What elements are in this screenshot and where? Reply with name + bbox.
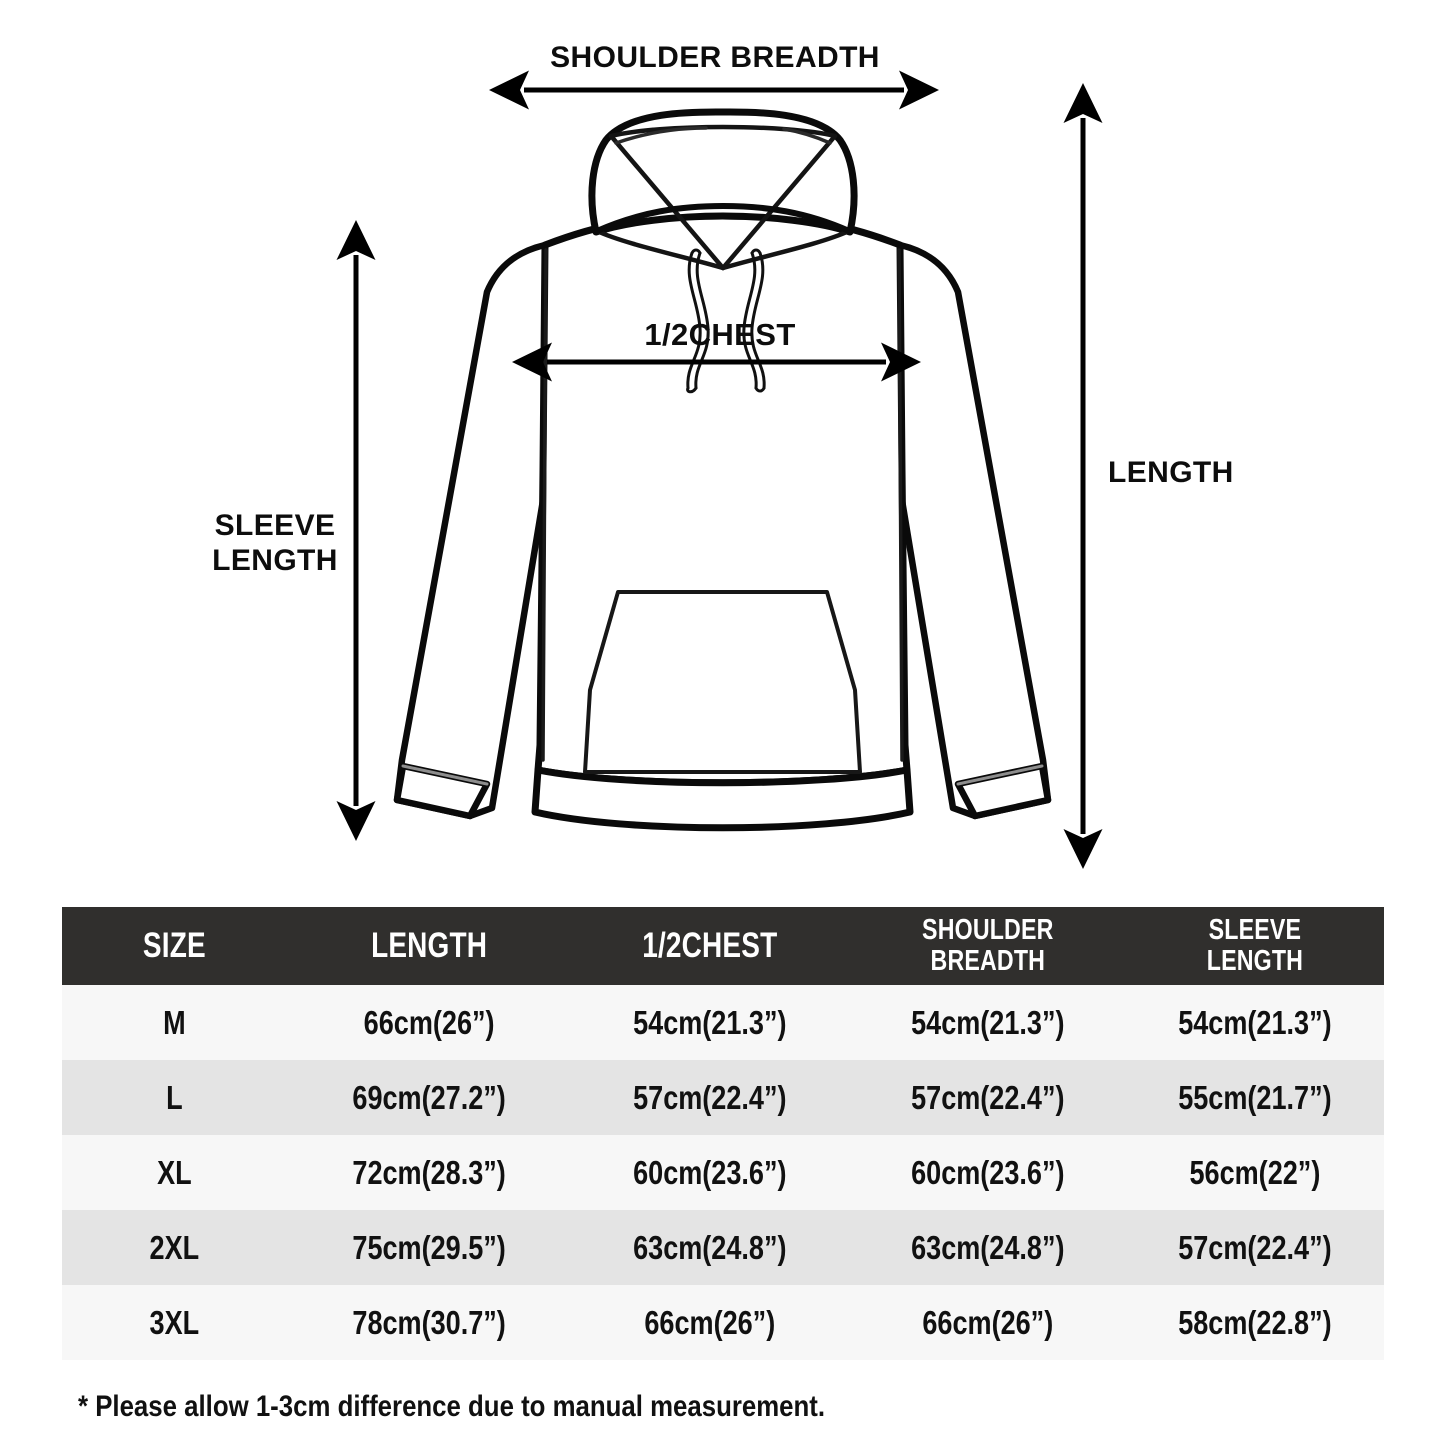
hood-outer [588,108,858,236]
column-header-sleeve-length-line-2: LENGTH [1206,945,1304,977]
cell-shoulder-breadth: 63cm(24.8”) [910,1228,1065,1266]
hood-drape-left [594,228,726,271]
table-row: 2XL 75cm(29.5”) 63cm(24.8”) 63cm(24.8”) … [62,1210,1384,1285]
cell-half-chest: 66cm(26”) [644,1303,776,1341]
column-header-shoulder-breadth: SHOULDER BREADTH [876,907,1098,985]
cell-shoulder-breadth: 60cm(23.6”) [910,1153,1065,1191]
column-header-size: SIZE [84,907,264,985]
cell-sleeve-length: 54cm(21.3”) [1178,1003,1332,1041]
cell-sleeve-length: 56cm(22”) [1189,1153,1321,1191]
column-header-length: LENGTH [315,907,542,985]
cell-length: 78cm(30.7”) [352,1303,506,1341]
left-sleeve [393,241,552,820]
cell-size: 2XL [149,1228,200,1266]
measurement-arrows [336,70,1103,869]
cell-sleeve-length: 58cm(22.8”) [1178,1303,1332,1341]
cell-shoulder-breadth: 57cm(22.4”) [910,1078,1065,1116]
size-measurement-table: SIZE LENGTH 1/2CHEST SHOULDER BREADTH SL… [62,907,1384,1360]
cell-sleeve-length: 55cm(21.7”) [1178,1078,1332,1116]
cell-size: M [163,1003,186,1041]
cell-length: 72cm(28.3”) [352,1153,506,1191]
column-header-size-line-1: SIZE [142,926,206,966]
column-header-sleeve-length-line-1: SLEEVE [1208,914,1302,947]
table-header-row: SIZE LENGTH 1/2CHEST SHOULDER BREADTH SL… [62,907,1384,985]
hoodie-outline [393,108,1052,832]
hood-drape-right [720,228,852,271]
column-header-shoulder-breadth-line-1: SHOULDER [921,914,1054,947]
cell-half-chest: 63cm(24.8”) [633,1228,787,1266]
column-header-half-chest: 1/2CHEST [599,907,821,985]
cell-length: 75cm(29.5”) [352,1228,506,1266]
cell-half-chest: 60cm(23.6”) [633,1153,787,1191]
shoulder-breadth-label: SHOULDER BREADTH [550,41,880,74]
column-header-shoulder-breadth-line-2: BREADTH [930,945,1045,977]
cell-half-chest: 54cm(21.3”) [633,1003,787,1041]
table-row: 3XL 78cm(30.7”) 66cm(26”) 66cm(26”) 58cm… [62,1285,1384,1360]
cell-size: XL [157,1153,192,1191]
garment-measurement-diagram: SHOULDER BREADTH 1/2CHEST LENGTH SLEEVE … [212,41,1234,869]
cell-length: 66cm(26”) [363,1003,495,1041]
right-sleeve [893,241,1052,820]
half-chest-label: 1/2CHEST [644,317,796,352]
cell-sleeve-length: 57cm(22.4”) [1178,1228,1332,1266]
table-body: M 66cm(26”) 54cm(21.3”) 54cm(21.3”) 54cm… [62,985,1384,1360]
table-header: SIZE LENGTH 1/2CHEST SHOULDER BREADTH SL… [62,907,1384,985]
cell-length: 69cm(27.2”) [352,1078,506,1116]
cell-shoulder-breadth: 54cm(21.3”) [910,1003,1065,1041]
hoodie-body [534,212,911,787]
column-header-length-line-1: LENGTH [370,926,487,966]
cell-shoulder-breadth: 66cm(26”) [921,1303,1053,1341]
waistband [531,766,914,832]
column-header-half-chest-line-1: 1/2CHEST [642,926,778,966]
length-label: LENGTH [1108,456,1234,489]
hood-inner-v [608,124,838,271]
table-row: XL 72cm(28.3”) 60cm(23.6”) 60cm(23.6”) 5… [62,1135,1384,1210]
neckline [594,203,852,234]
kangaroo-pocket [583,590,862,774]
hoodie-illustration-svg [336,70,1103,869]
cell-size: 3XL [149,1303,200,1341]
cell-size: L [166,1078,183,1116]
column-header-sleeve-length: SLEEVE LENGTH [1152,907,1358,985]
sleeve-length-label: SLEEVE LENGTH [212,509,338,578]
cell-half-chest: 57cm(22.4”) [633,1078,787,1116]
table-row: M 66cm(26”) 54cm(21.3”) 54cm(21.3”) 54cm… [62,985,1384,1060]
measurement-disclaimer-note: * Please allow 1-3cm difference due to m… [78,1390,826,1423]
table-row: L 69cm(27.2”) 57cm(22.4”) 57cm(22.4”) 55… [62,1060,1384,1135]
